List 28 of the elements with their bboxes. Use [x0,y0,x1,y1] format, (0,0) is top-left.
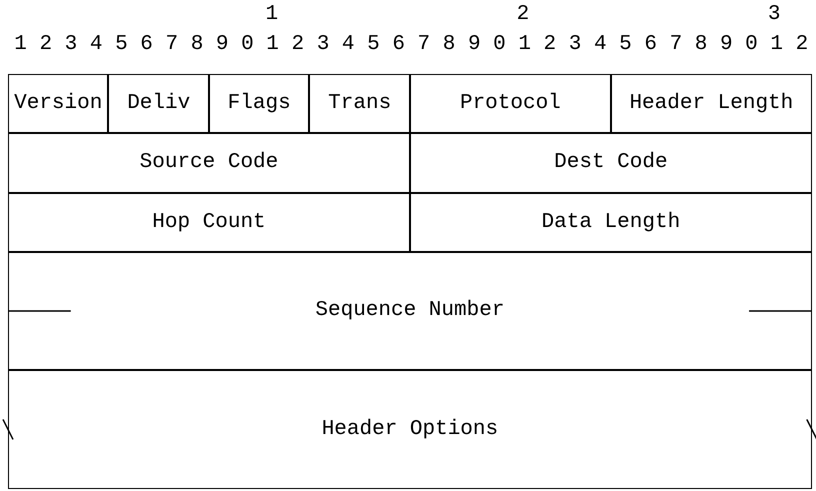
field-name: Source Code [140,151,278,174]
field-name: Hop Count [152,210,266,234]
field-name: Flags [228,92,291,116]
field-box [108,74,209,134]
field-name: Deliv [127,92,190,116]
field-name: Trans [328,92,392,116]
field-name: Dest Code [554,151,668,174]
field-name: Header Options [322,418,498,441]
bit-number-row: 1 2 3 4 5 6 7 8 9 0 1 2 3 4 5 6 7 8 9 0 1 2 3 4 5 6 7 8 9 0 1 2 [14,32,808,57]
field-name: Sequence Number [315,299,504,322]
field-box [8,133,410,193]
bit-tens-digit: 3 [768,3,780,27]
field-box [410,192,812,252]
field-box [208,74,310,134]
field-box [8,252,812,370]
field-name: Version [14,92,102,116]
field-box [8,192,410,252]
field-box [8,74,108,134]
field-box [8,370,812,489]
bit-tens-digit: 2 [516,3,530,27]
field-box [610,74,812,134]
bit-tens-digit: 1 [265,3,278,27]
field-box [410,74,611,134]
field-name: Data Length [542,210,680,234]
field-box [410,133,812,193]
field-name: Header Length [629,92,794,116]
field-box [309,74,410,134]
field-name: Protocol [460,92,561,116]
